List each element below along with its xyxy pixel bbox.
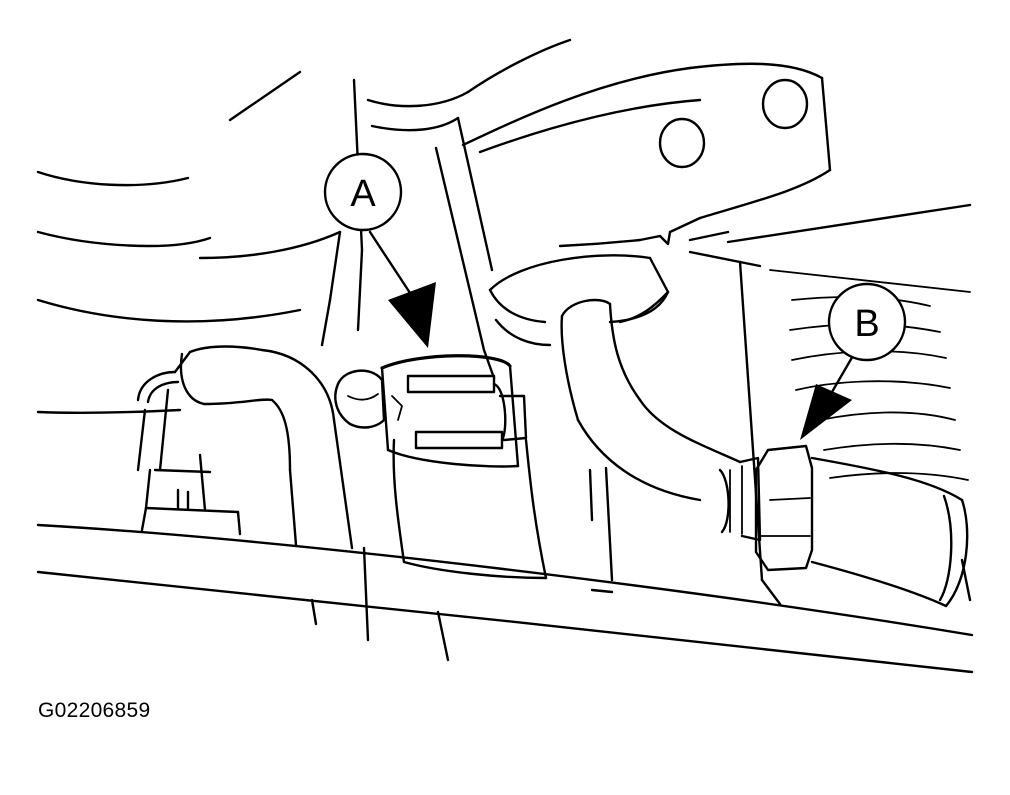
callout-b-label: B bbox=[854, 303, 879, 345]
center-frame bbox=[352, 38, 824, 380]
mounting-plate bbox=[558, 76, 972, 268]
figure-id-label: G02206859 bbox=[38, 699, 151, 722]
sleeve-housing bbox=[488, 254, 670, 347]
hose-a bbox=[392, 438, 548, 580]
small-fitting bbox=[334, 369, 386, 429]
hose-clamp-a bbox=[380, 354, 528, 468]
upper-left-panel bbox=[36, 70, 342, 415]
callout-b: B bbox=[800, 282, 907, 440]
callout-a-circle bbox=[323, 152, 403, 232]
lower-frame-rails bbox=[36, 523, 974, 674]
left-hose bbox=[179, 348, 354, 550]
arrow-a-head bbox=[388, 282, 436, 348]
left-connector bbox=[136, 345, 264, 536]
callout-a-label: A bbox=[350, 173, 376, 215]
callout-b-circle bbox=[827, 282, 907, 362]
pipe-to-b bbox=[560, 298, 742, 582]
callout-a: A bbox=[323, 152, 436, 348]
arrow-b-head bbox=[800, 384, 852, 440]
fitting-b bbox=[718, 444, 972, 608]
